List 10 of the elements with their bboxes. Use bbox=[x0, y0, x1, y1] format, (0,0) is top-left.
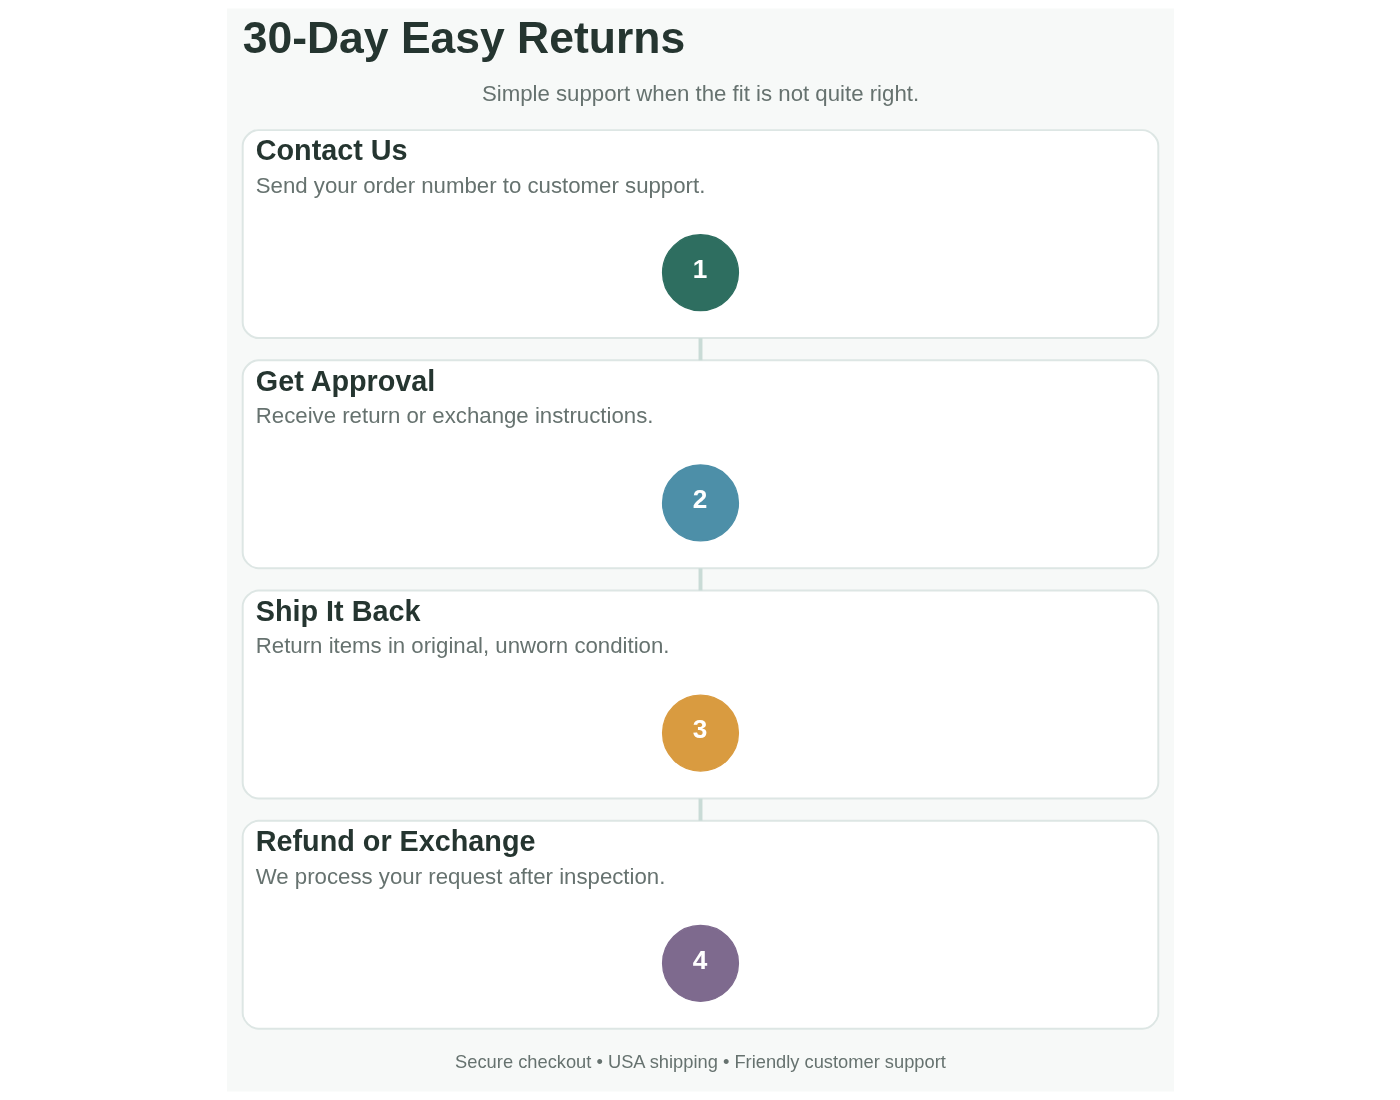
node-circle: 3 bbox=[661, 694, 739, 772]
connector bbox=[698, 798, 702, 821]
node-circle: 4 bbox=[661, 924, 739, 1002]
label: Secure checkout • USA shipping • Friendly customer support bbox=[454, 1050, 946, 1072]
diagram-title: 30-Day Easy Returns bbox=[242, 13, 685, 63]
label: Simple support when the fit is not quite right. bbox=[481, 81, 919, 107]
node-circle: 2 bbox=[661, 464, 739, 542]
connector bbox=[698, 568, 702, 591]
connector bbox=[698, 338, 702, 361]
node-circle: 1 bbox=[661, 234, 739, 312]
